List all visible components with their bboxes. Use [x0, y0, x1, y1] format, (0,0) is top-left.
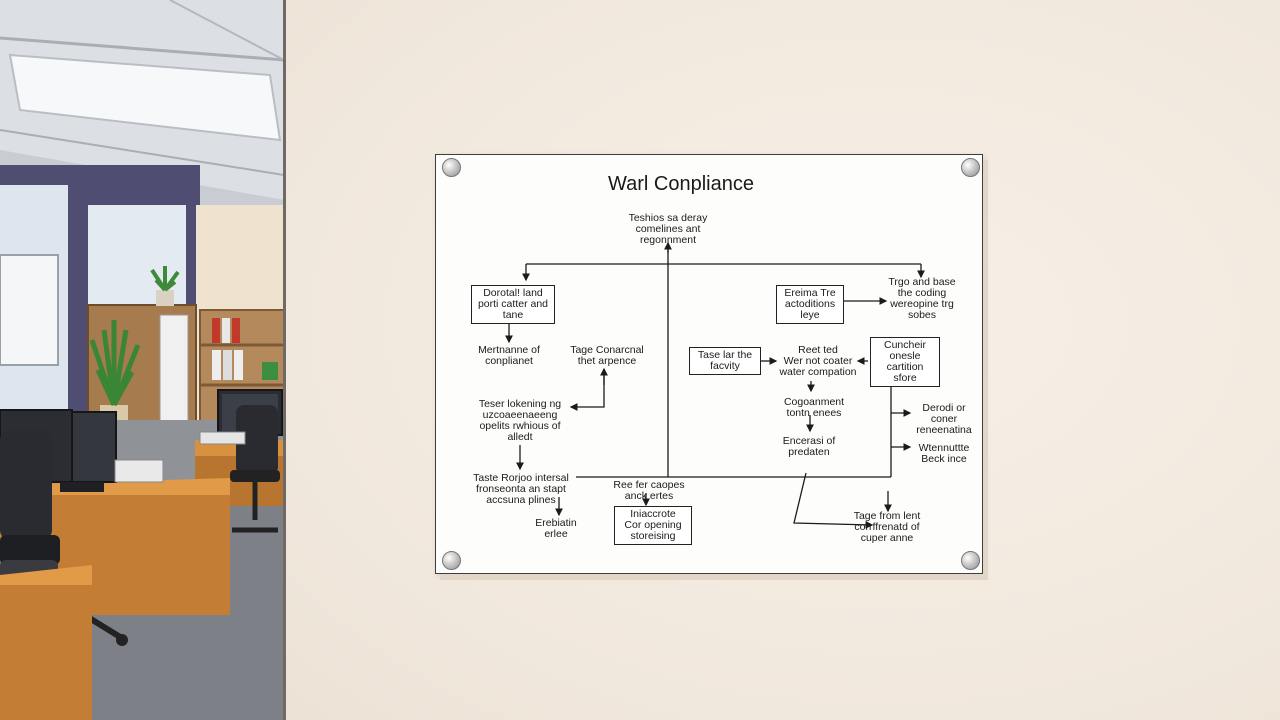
node-center-text: Ree fer caopes anck ertes	[613, 479, 685, 502]
wall-divider	[283, 0, 286, 720]
pushpin-icon	[961, 551, 980, 570]
pushpin-icon	[442, 158, 461, 177]
node-right-box2: Cuncheir onesle cartition sfore	[870, 337, 940, 387]
potted-plant-icon	[150, 266, 180, 306]
flow-connectors	[505, 241, 925, 529]
node-left-end: Erebiatin erlee	[535, 517, 577, 540]
office-scene	[0, 0, 284, 720]
office-illustration	[0, 0, 284, 720]
node-left-lower: Teser lokening ng uzcoaeenaeeng opelits …	[478, 398, 562, 443]
node-left-box: Dorotal! land porti catter and tane	[471, 285, 555, 324]
node-right-d1: Derodi or coner reneenatina	[916, 402, 972, 436]
node-right-d2: Wtennuttte Beck ince	[918, 442, 970, 465]
node-right-comp: Cogoanment tontn enees	[783, 396, 845, 419]
ceiling-light	[8, 53, 282, 142]
whiteboard	[0, 254, 59, 366]
office-chair-icon	[0, 430, 128, 646]
binder-icon	[212, 318, 220, 343]
pushpin-icon	[961, 158, 980, 177]
node-right-top: Trgo and base the coding wereopine trg s…	[888, 276, 956, 321]
node-left-right: Tage Conarcnal thet arpence	[570, 344, 644, 367]
node-right-left-box: Tase lar the facvity	[689, 347, 761, 375]
compliance-poster: Warl Conpliance Teshios sa deray comelin…	[435, 154, 983, 574]
node-top: Teshios sa deray comelines ant regonnmen…	[628, 212, 708, 246]
node-right-bottom: Tage from lent corrffrenatd of cuper ann…	[853, 510, 921, 544]
office-chair-icon	[230, 405, 280, 533]
node-left-mid: Mertnanne of conplianet	[478, 344, 540, 367]
pushpin-icon	[442, 551, 461, 570]
node-right-box1: Ereima Tre actoditions leye	[776, 285, 844, 324]
node-center-box: Iniaccrote Cor opening storeising	[614, 506, 692, 545]
poster-title: Warl Conpliance	[608, 173, 754, 195]
node-right-mid: Reet ted Wer not coater water compation	[779, 344, 857, 378]
node-right-enc: Encerasi of predaten	[782, 435, 836, 458]
node-left-bottom: Taste Rorjoo intersal fronseonta an stap…	[473, 472, 569, 506]
